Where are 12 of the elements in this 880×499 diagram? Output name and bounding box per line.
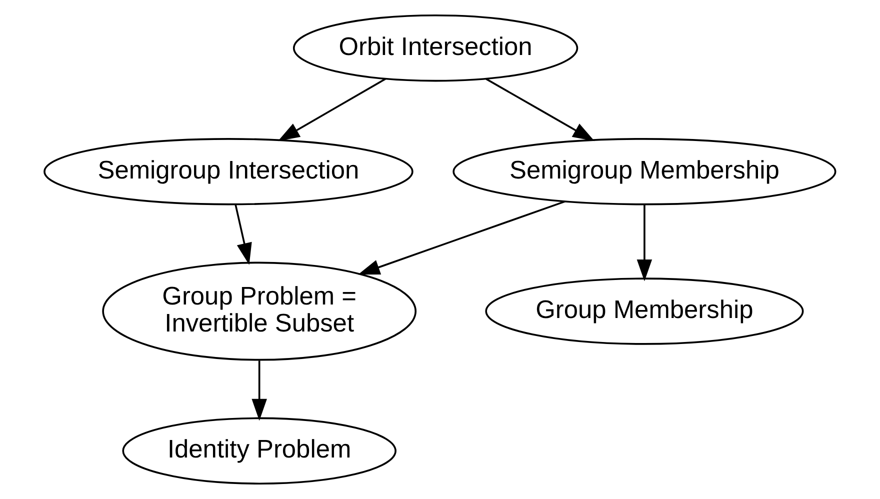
node-ellipse: Group Problem = Invertible Subset <box>102 262 417 361</box>
arrow <box>278 78 386 142</box>
arrow <box>486 78 595 142</box>
node-ellipse: Semigroup Membership <box>452 138 836 206</box>
node-ellipse: Identity Problem <box>122 417 396 485</box>
node-ellipse: Group Membership <box>485 278 804 345</box>
node-ellipse: Orbit Intersection <box>292 14 578 82</box>
arrow <box>636 204 652 282</box>
arrow <box>252 360 267 421</box>
arrow <box>358 200 566 275</box>
node-ellipse: Semigroup Intersection <box>44 138 414 206</box>
arrow <box>234 204 252 265</box>
